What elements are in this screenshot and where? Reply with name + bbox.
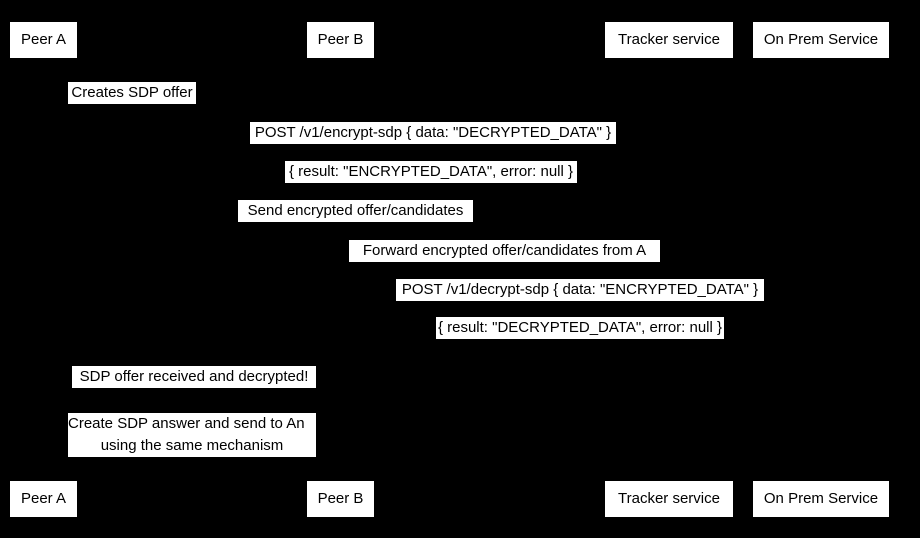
lifeline-on-prem (821, 58, 822, 481)
message-post-encrypt-sdp: POST /v1/encrypt-sdp { data: "DECRYPTED_… (250, 122, 616, 144)
message-post-decrypt-sdp: POST /v1/decrypt-sdp { data: "ENCRYPTED_… (396, 279, 764, 301)
message-sdp-offer-received: SDP offer received and decrypted! (72, 366, 316, 388)
lifeline-tracker (669, 58, 670, 481)
message-forward-encrypted-offer: Forward encrypted offer/candidates from … (349, 240, 660, 262)
message-create-sdp-answer-line-1: Create SDP answer and send to An (68, 415, 305, 432)
participant-header-peer-a[interactable]: Peer A (10, 22, 77, 58)
message-create-sdp-answer-line-2: using the same mechanism (100, 437, 284, 454)
lifeline-peer-b (340, 58, 341, 481)
message-creates-sdp-offer: Creates SDP offer (68, 82, 196, 104)
message-decrypt-sdp-response: { result: "DECRYPTED_DATA", error: null … (436, 317, 724, 339)
participant-header-peer-b[interactable]: Peer B (307, 22, 374, 58)
participant-footer-peer-a[interactable]: Peer A (10, 481, 77, 517)
participant-footer-on-prem-service[interactable]: On Prem Service (753, 481, 889, 517)
participant-header-on-prem-service[interactable]: On Prem Service (753, 22, 889, 58)
participant-footer-peer-b[interactable]: Peer B (307, 481, 374, 517)
message-send-encrypted-offer: Send encrypted offer/candidates (238, 200, 473, 222)
message-create-sdp-answer: Create SDP answer and send to An using t… (68, 413, 316, 457)
message-encrypt-sdp-response: { result: "ENCRYPTED_DATA", error: null … (285, 161, 577, 183)
participant-footer-tracker-service[interactable]: Tracker service (605, 481, 733, 517)
participant-header-tracker-service[interactable]: Tracker service (605, 22, 733, 58)
lifeline-peer-a (43, 58, 44, 481)
